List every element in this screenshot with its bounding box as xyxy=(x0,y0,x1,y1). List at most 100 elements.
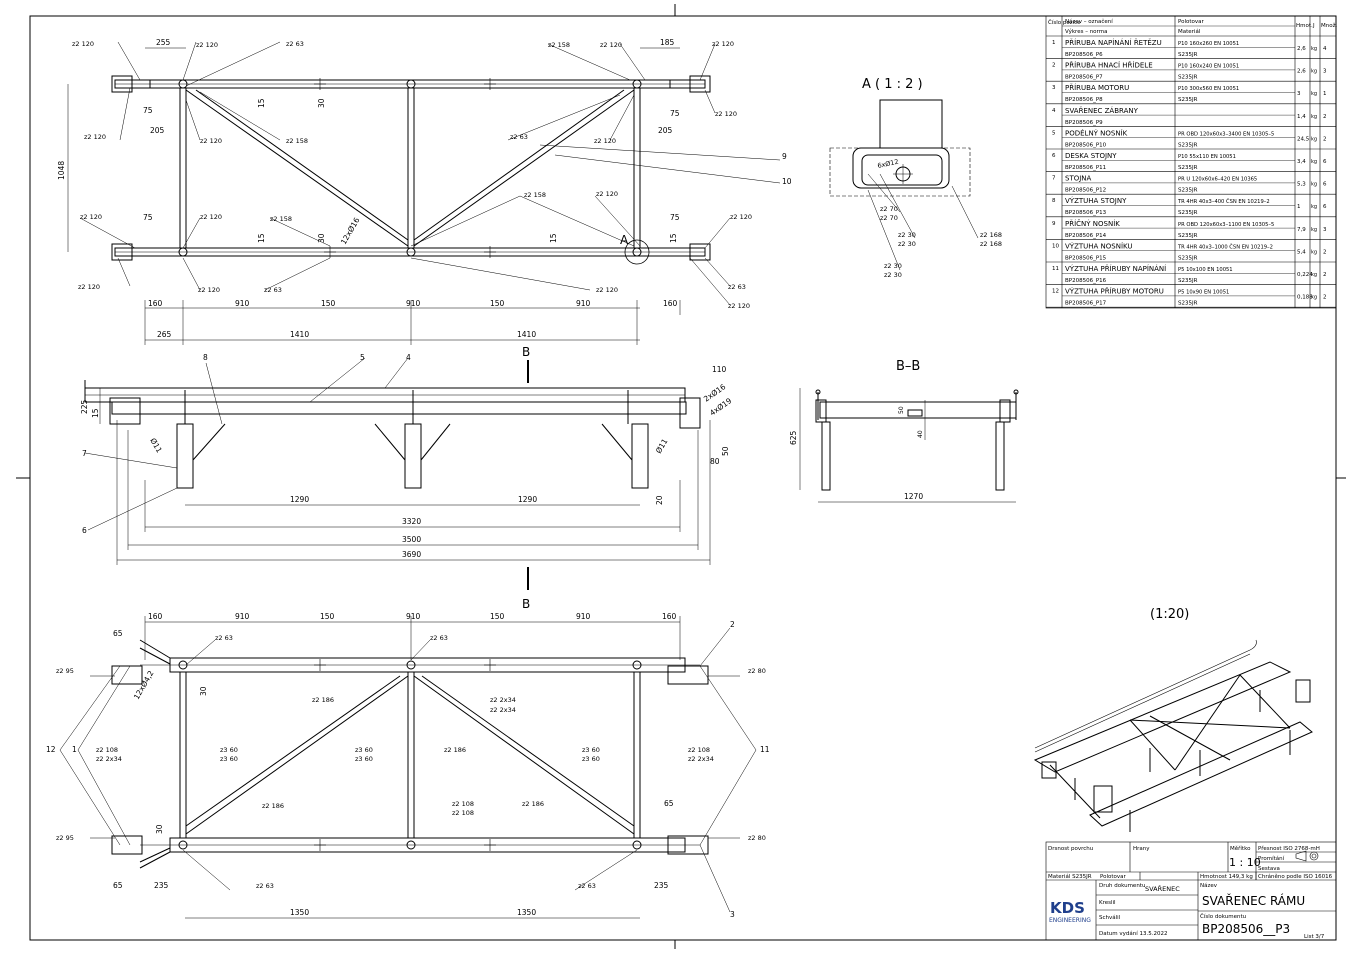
weld-t16: z2 158 xyxy=(524,191,546,199)
detail-a-view xyxy=(829,99,979,271)
weld-t13: z2 120 xyxy=(80,213,102,221)
balloon-11: 11 xyxy=(760,745,770,754)
weld-b8: z2 108 xyxy=(96,746,118,754)
bom-header-unit: J xyxy=(1312,23,1315,29)
weld-b16: z3 60 xyxy=(582,755,600,763)
bom-semi: TR 4HR 40x3–400 ČSN EN 10219–2 xyxy=(1177,198,1270,205)
side-view xyxy=(84,360,711,590)
bom-drawing: BP208506_P14 xyxy=(1065,233,1107,239)
tb-material-label: Materiál S235JR xyxy=(1048,873,1092,880)
dim-top-75d: 75 xyxy=(670,213,680,222)
weld-b14: z2 186 xyxy=(444,746,466,754)
weld-t3: z2 63 xyxy=(286,40,304,48)
tb-semi-label: Polotovar xyxy=(1100,874,1127,880)
bom-mass: 0,188 xyxy=(1297,295,1313,301)
bom-semi: PR OBD 120x60x3–1100 EN 10305–5 xyxy=(1178,222,1274,228)
bom-pos: 9 xyxy=(1052,221,1056,227)
bom-name: PŘÍRUBA MOTORU xyxy=(1065,83,1129,92)
weld-t22: z2 120 xyxy=(596,286,618,294)
bom-drawing: BP208506_P10 xyxy=(1065,142,1107,148)
bom-header-name: Název – označení xyxy=(1065,18,1113,25)
weld-b23: z2 95 xyxy=(56,834,74,842)
bom-drawing: BP208506_P13 xyxy=(1065,210,1107,216)
dim-side-80: 80 xyxy=(710,457,720,466)
dim-bot-30a: 30 xyxy=(199,686,208,696)
tb-projection: Promítání xyxy=(1258,855,1285,862)
balloon-2: 2 xyxy=(730,620,735,629)
bom-qty: 6 xyxy=(1323,159,1327,165)
bom-drawing: BP208506_P17 xyxy=(1065,301,1107,307)
section-bb-view xyxy=(799,388,1019,503)
bom-mass: 3 xyxy=(1297,91,1301,97)
balloon-9: 9 xyxy=(782,152,787,161)
dim-side-3690: 3690 xyxy=(402,550,421,559)
weld-b3: z2 95 xyxy=(56,667,74,675)
bom-mass: 1,4 xyxy=(1297,114,1306,120)
bom-material: S235JR xyxy=(1178,142,1198,148)
weld-b17: z2 108 xyxy=(688,746,710,754)
side-balloons: 8 5 4 7 6 xyxy=(82,353,411,535)
weld-t2: z2 120 xyxy=(196,41,218,49)
side-view-dims: 3320 3500 3690 1290 1290 225 15 110 2xØ1… xyxy=(80,345,734,611)
tb-doctype: SVAŘENEC xyxy=(1145,884,1180,893)
dim-side-1290b: 1290 xyxy=(518,495,537,504)
weld-t8: z2 120 xyxy=(200,137,222,145)
dim-bot-235a: 235 xyxy=(154,881,169,890)
bom-semi: P5 10x90 EN 10051 xyxy=(1178,290,1229,296)
tb-scale-label: Měřítko xyxy=(1230,845,1251,852)
bom-material: S235JR xyxy=(1178,255,1198,261)
weld-b15: z3 60 xyxy=(582,746,600,754)
bom-semi: PR OBD 120x60x3–3400 EN 10305–5 xyxy=(1178,131,1274,137)
weld-b6: z2 2x34 xyxy=(490,696,516,704)
tb-assembly: Sestava xyxy=(1258,866,1280,872)
bottom-balloons: 2 12 1 11 3 xyxy=(46,620,770,919)
dim-side-225: 225 xyxy=(80,399,89,414)
bom-header-material: Materiál xyxy=(1178,28,1201,35)
top-balloons: 9 10 xyxy=(782,152,792,186)
bom-pos: 4 xyxy=(1052,108,1056,114)
dim-top-160a: 160 xyxy=(148,299,163,308)
bom-semi: P10 300x560 EN 10051 xyxy=(1178,86,1239,92)
bottom-welds: z2 63 z2 63 z2 95 z2 80 z2 186 z2 2x34 z… xyxy=(56,634,766,890)
bom-pos: 3 xyxy=(1052,85,1056,91)
bom-pos: 1 xyxy=(1052,40,1056,46)
bom-unit: kg xyxy=(1311,46,1317,52)
dim-bot-910c: 910 xyxy=(576,612,591,621)
bom-qty: 2 xyxy=(1323,272,1327,278)
dim-top-910a: 910 xyxy=(235,299,250,308)
bom-semi: P10 160x240 EN 10051 xyxy=(1178,64,1239,70)
weld-b1: z2 63 xyxy=(215,634,233,642)
dim-bb-1270: 1270 xyxy=(904,492,923,501)
projection-icon xyxy=(1295,850,1319,862)
bottom-view xyxy=(111,616,709,919)
weld-t21: z2 63 xyxy=(264,286,282,294)
iso-scale-label: (1:20) xyxy=(1150,607,1189,622)
bom-unit: kg xyxy=(1311,295,1317,301)
weld-b24: z2 80 xyxy=(748,834,766,842)
weld-d8: z2 168 xyxy=(980,240,1002,248)
weld-d7: z2 168 xyxy=(980,231,1002,239)
bom-drawing: BP208506_P9 xyxy=(1065,120,1103,126)
bom-mass: 2,6 xyxy=(1297,69,1306,75)
bom-drawing: BP208506_P12 xyxy=(1065,188,1106,194)
dim-bot-235b: 235 xyxy=(654,881,669,890)
bom-qty: 2 xyxy=(1323,114,1327,120)
balloon-7: 7 xyxy=(82,449,87,458)
bom-header-semi: Polotovar xyxy=(1178,19,1205,25)
bottom-leaders xyxy=(59,627,757,913)
weld-b21: z2 108 xyxy=(452,809,474,817)
dim-top-255: 255 xyxy=(156,38,171,47)
weld-t6: z2 120 xyxy=(712,40,734,48)
balloon-8: 8 xyxy=(203,353,208,362)
bom-semi: PR U 120x60x6–420 EN 10365 xyxy=(1178,177,1257,183)
tb-mass: Hmotnost 149,3 kg xyxy=(1200,874,1253,880)
bom-mass: 5,4 xyxy=(1297,249,1306,255)
dim-top-15a: 15 xyxy=(257,98,266,108)
tb-docnum: BP208506__P3 xyxy=(1202,922,1290,936)
bom-drawing: BP208506_P15 xyxy=(1065,255,1107,261)
weld-b4: z2 80 xyxy=(748,667,766,675)
bom-unit: kg xyxy=(1311,204,1317,210)
dim-side-3500: 3500 xyxy=(402,535,421,544)
dim-side-50: 50 xyxy=(721,446,730,456)
dim-bot-910b: 910 xyxy=(406,612,421,621)
